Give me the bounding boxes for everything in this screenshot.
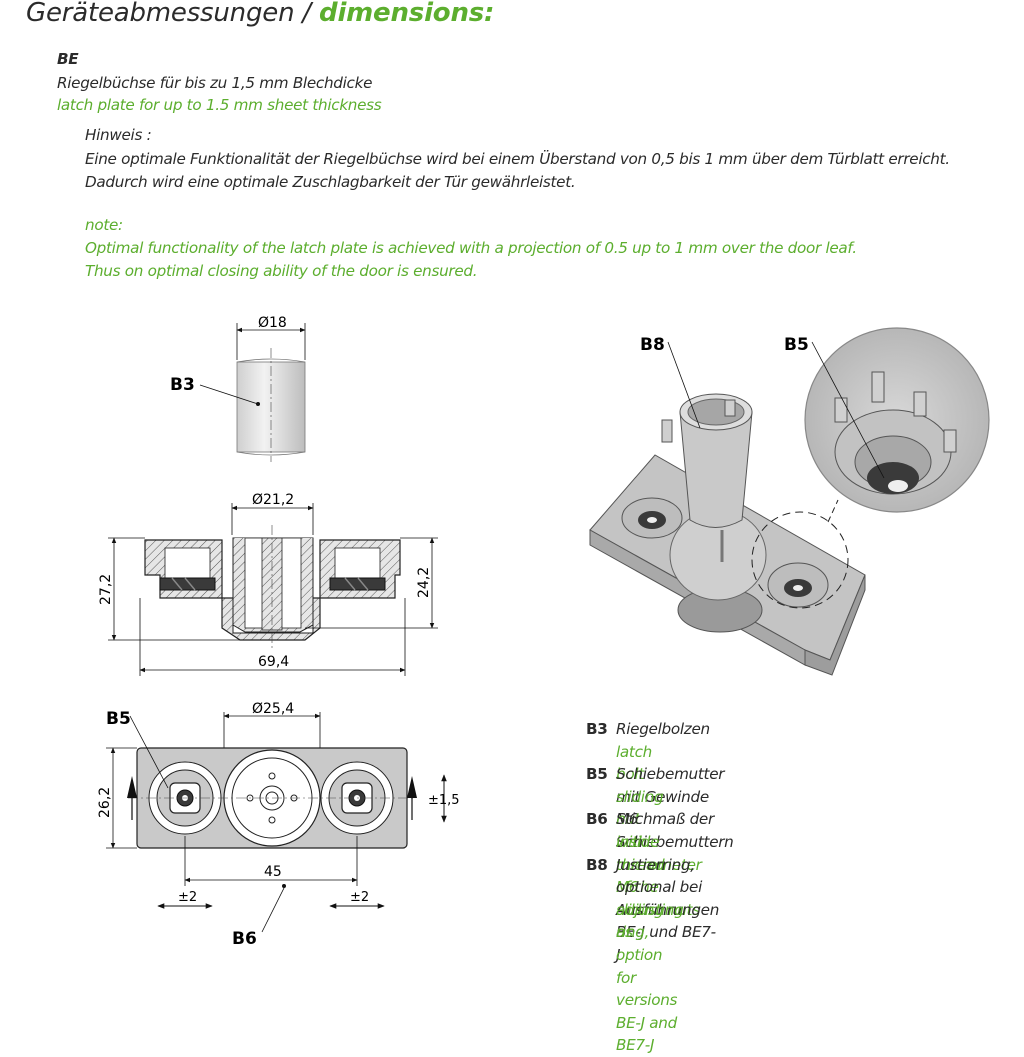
note-line1-en: Optimal functionality of the latch plate… xyxy=(85,239,857,257)
section-view xyxy=(108,503,438,676)
legend-en: sliding nut with thread M6 xyxy=(616,787,665,897)
dim-diameter-25-4: Ø25,4 xyxy=(252,701,294,717)
legend-en: adjusting ring, xyxy=(616,900,684,942)
legend-en: inside micrometer of the sliding nuts xyxy=(616,832,702,919)
note-line1-de: Eine optimale Funktionalität der Riegelb… xyxy=(85,150,950,168)
title-german: Geräteabmessungen xyxy=(26,0,295,28)
legend-de2: optional bei Ausführungen BE-J und BE7-J xyxy=(616,878,720,964)
legend-code: B3 xyxy=(586,720,608,738)
title-separator: / xyxy=(294,0,320,28)
dim-45: 45 xyxy=(264,864,282,880)
legend-code: B6 xyxy=(586,810,608,829)
isometric-view: B8 B5 xyxy=(589,327,990,676)
legend-code: B5 xyxy=(586,765,608,784)
lens-detail xyxy=(834,371,957,495)
legend-code: B8 xyxy=(586,855,608,874)
product-description-de: Riegelbüchse für bis zu 1,5 mm Blechdick… xyxy=(57,74,373,92)
label-b6: B6 xyxy=(232,929,257,949)
label-b5-left: B5 xyxy=(106,709,131,729)
note-label-de: Hinweis : xyxy=(85,126,152,144)
label-b3: B3 xyxy=(170,375,195,395)
dim-27-2: 27,2 xyxy=(98,574,114,605)
legend-de: Stichmaß der Schiebemuttern xyxy=(616,810,734,851)
label-b8: B8 xyxy=(640,335,665,355)
legend-en2: as option for versions BE-J and BE7-J xyxy=(616,923,678,1055)
dim-69-4: 69,4 xyxy=(258,654,289,670)
dim-diameter-21-2: Ø21,2 xyxy=(252,492,294,508)
page-title: Geräteabmessungen / dimensions: xyxy=(26,0,494,28)
latch-bolt-view xyxy=(199,323,306,462)
note-label-en: note: xyxy=(85,216,123,234)
dim-plus-minus-2-right: ±2 xyxy=(350,890,369,905)
bottom-view xyxy=(106,712,447,933)
technical-drawing: Ø18 B3 Ø21,2 27,2 xyxy=(97,315,460,949)
note-line2-en: Thus on optimal closing ability of the d… xyxy=(85,262,478,280)
note-line2-de: Dadurch wird eine optimale Zuschlagbarke… xyxy=(85,173,576,191)
label-b5-right: B5 xyxy=(784,335,809,355)
legend-de: Justierring, xyxy=(616,855,695,874)
dim-26-2: 26,2 xyxy=(97,787,113,818)
product-code: BE xyxy=(57,50,79,68)
title-english: dimensions: xyxy=(319,0,495,28)
legend-en: latch bolt xyxy=(616,742,652,784)
legend-de: Schiebemutter mit Gewinde M6 xyxy=(616,765,725,829)
dim-plus-minus-1-5: ±1,5 xyxy=(428,793,460,808)
legend-de: Riegelbolzen xyxy=(616,720,710,738)
dim-plus-minus-2-left: ±2 xyxy=(178,890,197,905)
dim-24-2: 24,2 xyxy=(416,567,432,598)
dim-diameter-18: Ø18 xyxy=(258,315,287,331)
product-description-en: latch plate for up to 1.5 mm sheet thick… xyxy=(57,96,382,114)
